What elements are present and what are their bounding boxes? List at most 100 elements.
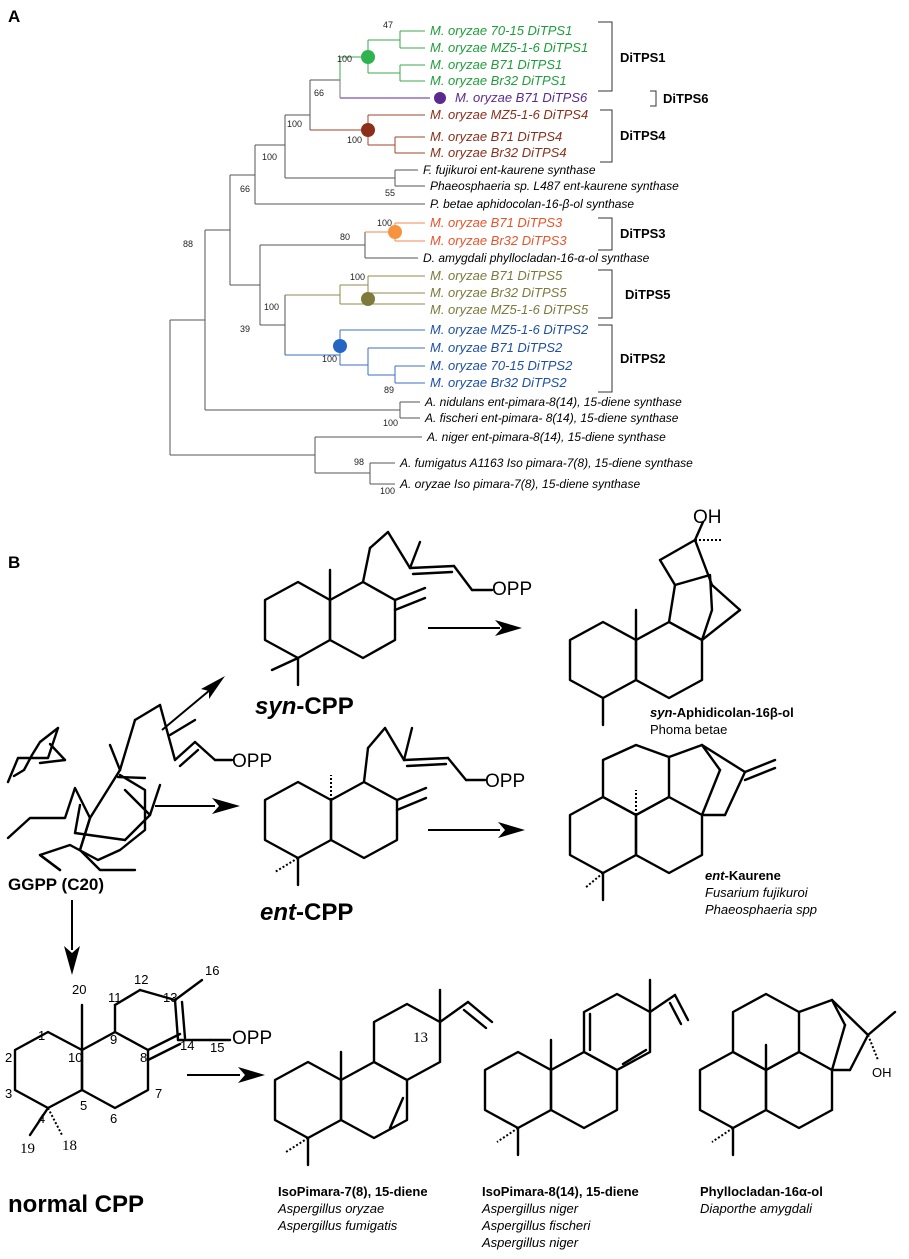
normal-cpp-label: normal CPP bbox=[8, 1191, 144, 1218]
bootstrap: 88 bbox=[183, 239, 193, 249]
methyl-hash bbox=[274, 857, 299, 873]
arrow-ggpp-to-ent bbox=[155, 798, 240, 814]
carbon-number: 15 bbox=[210, 1040, 224, 1055]
svg-text:syn-Aphidicolan-16β-ol: syn-Aphidicolan-16β-ol bbox=[650, 705, 794, 720]
tip-label: M. oryzae B71 DiTPS1 bbox=[430, 57, 562, 72]
bootstrap: 98 bbox=[354, 457, 364, 467]
compound-suffix: -CPP bbox=[296, 693, 353, 720]
bootstrap: 47 bbox=[383, 20, 393, 30]
node-marker-ditps5 bbox=[361, 292, 375, 306]
carbon-number: 6 bbox=[110, 1111, 117, 1126]
carbon-number: 9 bbox=[110, 1032, 117, 1047]
compound-prefix: ent bbox=[260, 899, 297, 926]
source-organism: Phoma betae bbox=[650, 722, 727, 737]
methyl-hash bbox=[47, 1107, 63, 1136]
carbon-number: 10 bbox=[68, 1050, 82, 1065]
phylogenetic-tree bbox=[169, 30, 430, 485]
tip-label: M. oryzae B71 DiTPS5 bbox=[430, 268, 563, 283]
source-organism: Aspergillus fumigatis bbox=[277, 1218, 398, 1233]
bootstrap: 66 bbox=[240, 184, 250, 194]
opp-group: OPP bbox=[492, 579, 532, 600]
panel-a-label: A bbox=[8, 7, 20, 26]
carbon-number: 3 bbox=[5, 1086, 12, 1101]
clade-label-ditps2: DiTPS2 bbox=[620, 351, 666, 366]
clade-label-ditps3: DiTPS3 bbox=[620, 226, 666, 241]
bootstrap: 66 bbox=[314, 88, 324, 98]
isopimara814-label: IsoPimara-8(14), 15-diene Aspergillus ni… bbox=[481, 1184, 639, 1250]
carbon-number: 16 bbox=[205, 963, 219, 978]
svg-text:ent-Kaurene: ent-Kaurene bbox=[705, 868, 781, 883]
compound-suffix: -CPP bbox=[296, 899, 353, 926]
tip-label: M. oryzae Br32 DiTPS3 bbox=[430, 233, 567, 248]
svg-text:syn-CPP: syn-CPP bbox=[255, 693, 354, 720]
bootstrap-values: 47 100 66 100 100 100 66 55 88 100 80 39… bbox=[183, 20, 398, 496]
carbon-number: 8 bbox=[140, 1050, 147, 1065]
carbon-number: 14 bbox=[180, 1038, 194, 1053]
tip-label: A. niger ent-pimara-8(14), 15-diene synt… bbox=[426, 430, 666, 444]
ent-cpp-label: ent-CPP bbox=[260, 899, 353, 926]
ggpp-chain bbox=[6, 703, 234, 872]
source-organism: Fusarium fujikuroi bbox=[705, 885, 809, 900]
kaurene-label: ent-Kaurene Fusarium fujikuroi Phaeospha… bbox=[705, 868, 817, 917]
tip-label: M. oryzae MZ5-1-6 DiTPS4 bbox=[430, 107, 588, 122]
tip-label: M. oryzae B71 DiTPS3 bbox=[430, 215, 563, 230]
tip-label: M. oryzae Br32 DiTPS5 bbox=[430, 285, 567, 300]
arrow-ggpp-to-normal bbox=[64, 900, 80, 975]
isopimara814-structure bbox=[483, 978, 690, 1157]
carbon-number: 12 bbox=[134, 972, 148, 987]
tip-labels: M. oryzae 70-15 DiTPS1 M. oryzae MZ5-1-6… bbox=[399, 23, 693, 491]
carbon-number: 2 bbox=[5, 1050, 12, 1065]
methyl-hash bbox=[584, 872, 604, 889]
isopimara78-label: IsoPimara-7(8), 15-diene Aspergillus ory… bbox=[277, 1184, 428, 1233]
hydroxyl-group: OH bbox=[693, 507, 722, 528]
source-organism: Aspergillus oryzae bbox=[277, 1201, 384, 1216]
compound-name: IsoPimara-8(14), 15-diene bbox=[482, 1184, 639, 1199]
arrow-normal-to-isopimara bbox=[187, 1067, 265, 1083]
bootstrap: 100 bbox=[322, 354, 337, 364]
carbon-number: 20 bbox=[72, 982, 86, 997]
node-marker-ditps4 bbox=[361, 123, 375, 137]
tip-label: M. oryzae 70-15 DiTPS2 bbox=[430, 358, 573, 373]
clade-label-ditps4: DiTPS4 bbox=[620, 128, 666, 143]
tip-label: D. amygdali phyllocladan-16-α-ol synthas… bbox=[423, 251, 650, 265]
bootstrap: 100 bbox=[264, 302, 279, 312]
panel-b-label: B bbox=[8, 553, 20, 572]
opp-group: OPP bbox=[232, 1028, 272, 1049]
bootstrap: 100 bbox=[350, 272, 365, 282]
tip-label: A. nidulans ent-pimara-8(14), 15-diene s… bbox=[424, 395, 682, 409]
arrow-ggpp-to-syn bbox=[161, 676, 225, 731]
bootstrap: 80 bbox=[340, 232, 350, 242]
syn-cpp-structure bbox=[263, 530, 494, 687]
tip-label: M. oryzae Br32 DiTPS4 bbox=[430, 145, 567, 160]
bootstrap: 55 bbox=[385, 188, 395, 198]
compound-name: Phyllocladan-16α-ol bbox=[700, 1184, 823, 1199]
ggpp-structure bbox=[6, 726, 162, 872]
clade-label-ditps5: DiTPS5 bbox=[625, 287, 671, 302]
clade-label-ditps1: DiTPS1 bbox=[620, 50, 666, 65]
carbon-number: 4 bbox=[38, 1111, 45, 1126]
tip-label: M. oryzae B71 DiTPS4 bbox=[430, 129, 562, 144]
carbon-number: 13 bbox=[413, 1030, 428, 1046]
tip-label: P. betae aphidocolan-16-β-ol synthase bbox=[430, 197, 634, 211]
phyllocladanol-structure bbox=[698, 992, 897, 1157]
carbon-numbering: 1 2 3 4 5 6 7 8 9 10 11 12 13 14 15 16 1… bbox=[5, 963, 224, 1157]
source-organism: Aspergillus niger bbox=[481, 1235, 579, 1250]
isopimara78-structure bbox=[273, 988, 494, 1167]
svg-text:ent-CPP: ent-CPP bbox=[260, 899, 353, 926]
tip-label: M. oryzae 70-15 DiTPS1 bbox=[430, 23, 572, 38]
source-organism: Phaeosphaeria spp bbox=[705, 902, 817, 917]
bootstrap: 100 bbox=[377, 218, 392, 228]
compound-prefix: syn bbox=[650, 705, 672, 720]
carbon-number: 19 bbox=[20, 1141, 35, 1157]
bootstrap: 100 bbox=[347, 135, 362, 145]
source-organism: Aspergillus fischeri bbox=[481, 1218, 591, 1233]
methyl-hash bbox=[496, 1127, 519, 1143]
source-organism: Diaporthe amygdali bbox=[700, 1201, 813, 1216]
hydroxyl-hash bbox=[867, 1034, 879, 1061]
kaurene-structure bbox=[568, 743, 777, 902]
ent-cpp-structure bbox=[263, 726, 487, 887]
clade-brackets bbox=[598, 21, 657, 393]
bootstrap: 100 bbox=[380, 486, 395, 496]
source-organism: Aspergillus niger bbox=[481, 1201, 579, 1216]
